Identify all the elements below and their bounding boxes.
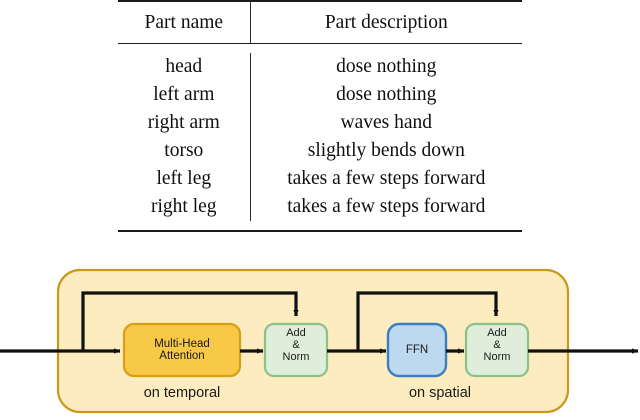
spatial-skip-connection — [356, 291, 499, 351]
table-header-row: Part name Part description — [118, 2, 522, 44]
table-row: left leg takes a few steps forward — [118, 165, 522, 193]
table: Part name Part description head dose not… — [118, 0, 522, 233]
diagram-canvas — [0, 268, 639, 414]
cell-part-description: waves hand — [340, 112, 433, 134]
cell-part-description: dose nothing — [336, 56, 437, 78]
cell-part-description: takes a few steps forward — [287, 196, 486, 218]
cell-part-name: left leg — [118, 165, 251, 193]
cell-part-name: torso — [118, 137, 251, 165]
cell-part-description: slightly bends down — [307, 140, 465, 162]
table-row: right leg takes a few steps forward — [118, 193, 522, 221]
part-description-table: Part name Part description head dose not… — [118, 0, 522, 233]
column-header-part-description: Part description — [324, 11, 448, 33]
ffn-box — [386, 322, 448, 378]
cell-part-description: dose nothing — [336, 84, 437, 106]
table-row: left arm dose nothing — [118, 81, 522, 109]
multi-head-attention-box — [122, 322, 242, 378]
cell-part-name: head — [118, 53, 251, 81]
cell-part-name: right arm — [118, 109, 251, 137]
transformer-block-diagram: Multi-Head Attention Add & Norm FFN Add … — [0, 262, 640, 420]
cell-part-name: right leg — [118, 193, 251, 221]
table-header-gap — [118, 44, 522, 53]
add-norm-temporal-box — [263, 322, 329, 378]
table-row: torso slightly bends down — [118, 137, 522, 165]
cell-part-description: takes a few steps forward — [287, 168, 486, 190]
add-norm-spatial-box — [464, 322, 530, 378]
temporal-skip-connection — [81, 291, 299, 351]
table-row: head dose nothing — [118, 53, 522, 81]
table-row: right arm waves hand — [118, 109, 522, 137]
table-header-rule — [118, 43, 522, 44]
table-bottom-rule — [118, 230, 522, 233]
table-bottom-gap — [118, 221, 522, 231]
column-header-part-name: Part name — [118, 2, 251, 44]
cell-part-name: left arm — [118, 81, 251, 109]
